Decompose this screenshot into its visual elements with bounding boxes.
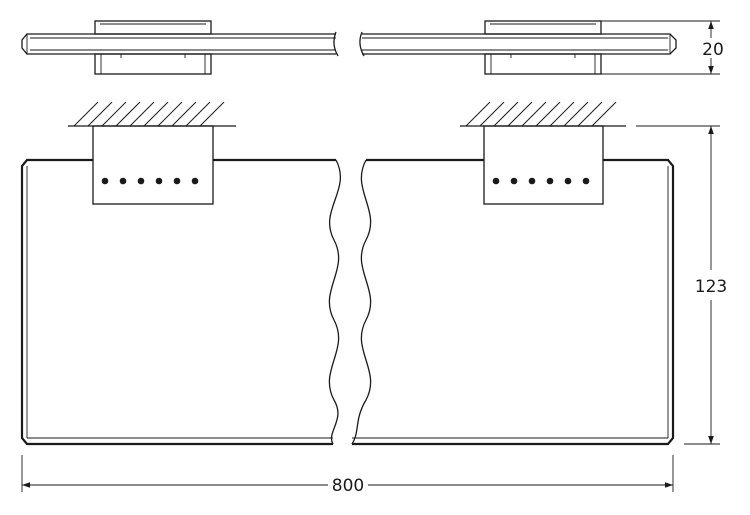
break-line-left (328, 159, 342, 445)
wall-hatch-line (87, 101, 113, 127)
front-view-left-shelf (21, 33, 336, 55)
wall-hatch-line (535, 101, 561, 127)
depth-label: 123 (695, 277, 727, 297)
top-view (20, 125, 675, 446)
wall-hatch-line (199, 101, 225, 127)
top-view-right-holder (483, 125, 604, 205)
length-dimension: 800 (21, 455, 674, 496)
wall-hatch-line (143, 101, 169, 127)
depth-dimension: 123 (636, 125, 727, 445)
front-view-right-holder (484, 20, 602, 75)
thickness-dimension: 20 (601, 20, 724, 75)
wall-hatch-line (493, 101, 519, 127)
wall-hatch-line (115, 101, 141, 127)
wall-hatch-line (101, 101, 127, 127)
screw-hole-icon (191, 177, 199, 185)
wall-hatch-line (73, 101, 99, 127)
wall-hatch-line (185, 101, 211, 127)
screw-hole-icon (492, 177, 500, 185)
screw-hole-icon (510, 177, 518, 185)
screw-hole-icon (173, 177, 181, 185)
wall-hatch-line (479, 101, 505, 127)
front-view-right-shelf (362, 33, 677, 55)
front-view-break-left (333, 31, 339, 57)
wall-hatch-line (171, 101, 197, 127)
screw-hole-icon (564, 177, 572, 185)
wall-left (68, 101, 236, 127)
screw-hole-icon (137, 177, 145, 185)
screw-hole-icon (119, 177, 127, 185)
front-view (21, 20, 677, 75)
top-view-right-shelf (352, 158, 675, 446)
wall-hatch-line (521, 101, 547, 127)
screw-hole-icon (528, 177, 536, 185)
screw-hole-icon (582, 177, 590, 185)
thickness-label: 20 (702, 40, 724, 60)
screw-hole-icon (546, 177, 554, 185)
wall-hatch-line (563, 101, 589, 127)
length-label: 800 (332, 476, 364, 496)
wall-hatch-line (591, 101, 617, 127)
screw-hole-icon (101, 177, 109, 185)
wall-hatch-line (465, 101, 491, 127)
wall-hatch-line (549, 101, 575, 127)
top-view-left-holder (92, 125, 214, 205)
wall-hatch-line (507, 101, 533, 127)
top-view-left-shelf (20, 158, 336, 446)
wall-hatch-line (577, 101, 603, 127)
wall-right (460, 101, 626, 127)
break-line-right (351, 159, 372, 445)
wall-hatch-line (157, 101, 183, 127)
wall-hatch-line (129, 101, 155, 127)
front-view-left-holder (94, 20, 212, 75)
front-view-break-right (359, 31, 365, 57)
screw-hole-icon (155, 177, 163, 185)
